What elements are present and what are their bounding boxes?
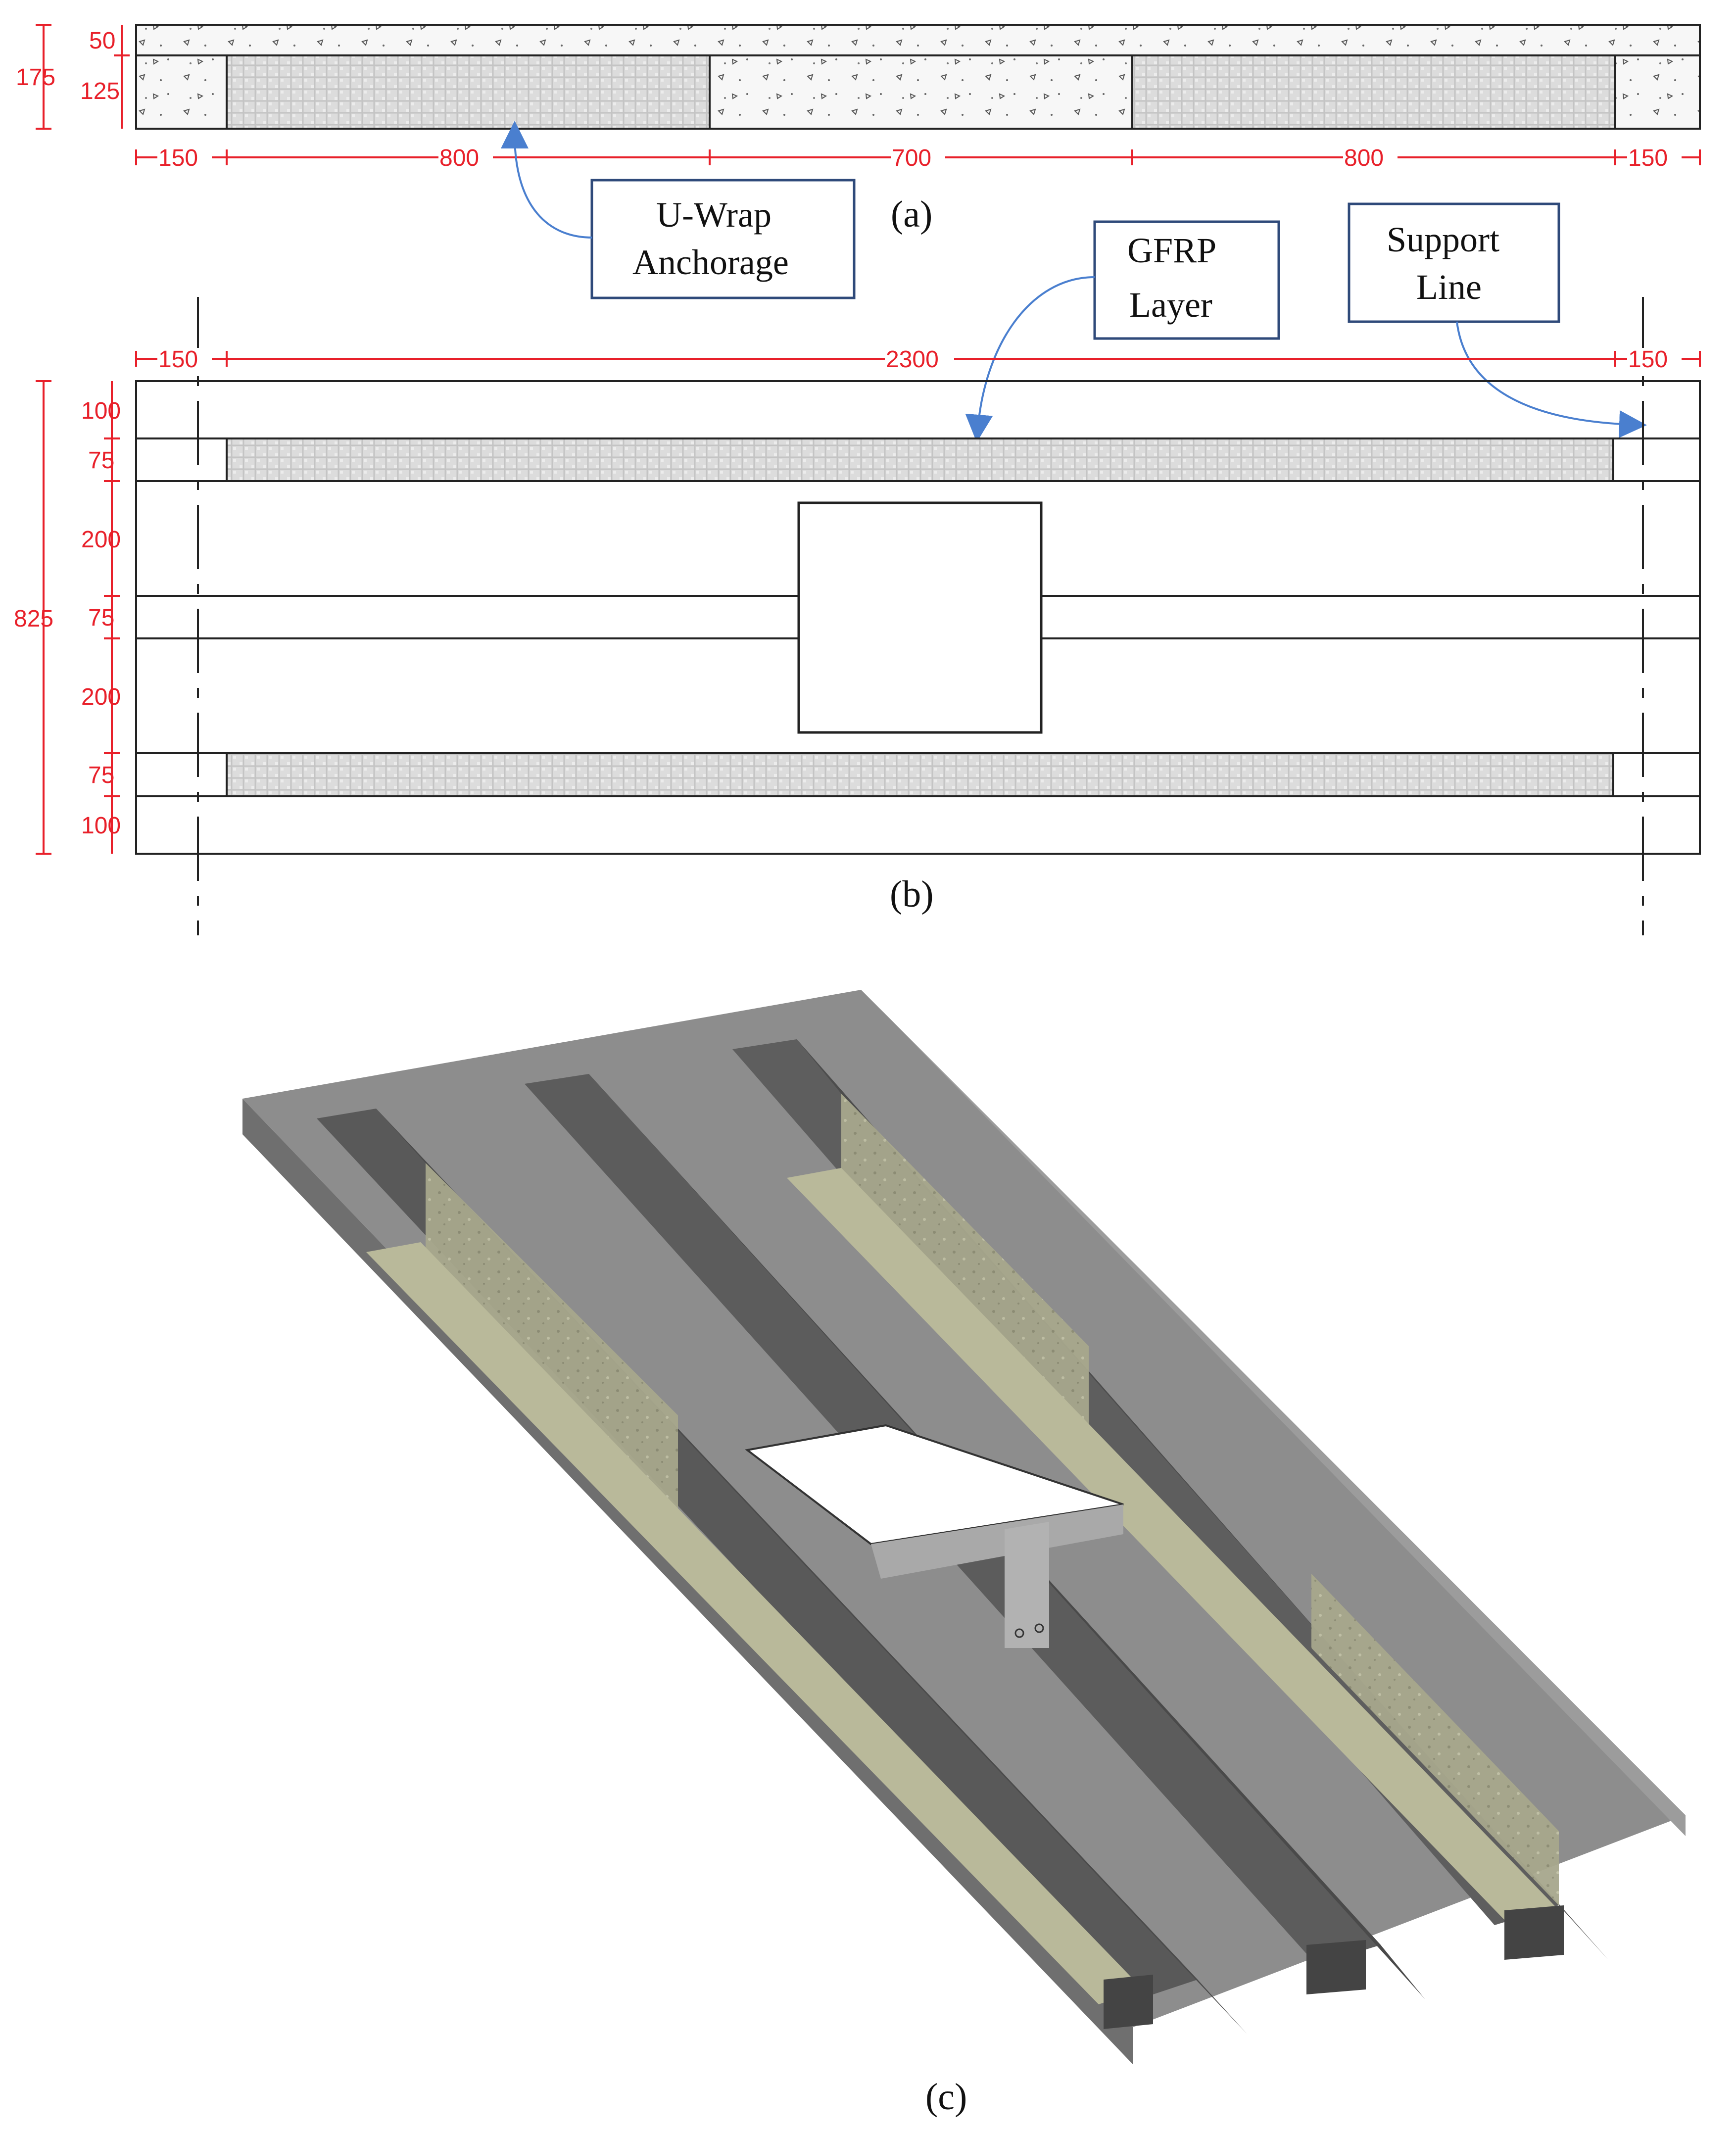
rib-1 [317,1109,1247,2034]
dim-a-1: 150 [158,145,198,171]
u-wrap-anchorage-right [1131,54,1616,130]
dim-a-5: 150 [1628,145,1668,171]
gfrp-layer-top [226,437,1614,482]
slab-opening [797,501,1043,734]
svg-text:GFRP: GFRP [1127,231,1216,270]
callout-u-wrap: U-Wrap Anchorage [501,121,856,299]
dim-a-top: 50 [89,28,115,54]
callout-gfrp: GFRP Layer [965,220,1280,442]
svg-text:Support: Support [1387,220,1499,259]
caption-c: (c) [925,2076,967,2118]
svg-text:U-Wrap: U-Wrap [656,195,772,235]
dim-b-1: 150 [158,346,198,373]
caption-b: (b) [890,873,934,915]
dim-b-v3: 200 [81,527,121,553]
panel-a-section: 175 50 125 150 800 700 800 150 (a) [16,24,1701,235]
u-wrap-anchorage-left [226,54,711,130]
dim-b-v5: 200 [81,684,121,710]
gfrp-strip-left [366,1242,1143,2004]
svg-text:Layer: Layer [1129,285,1212,325]
dim-b-v4: 75 [88,605,114,631]
gfrp-strip-right [787,1168,1564,1930]
dim-a-2: 800 [439,145,479,171]
dim-a-total: 175 [16,64,55,91]
gfrp-layer-bottom [226,752,1614,797]
dim-b-v1: 100 [81,398,121,424]
panel-c-3d-view: (c) [242,990,1686,2118]
svg-text:Line: Line [1416,267,1482,307]
dim-a-3: 700 [892,145,931,171]
callout-support-line: Support Line [1348,202,1647,438]
dim-a-4: 800 [1344,145,1384,171]
dim-b-v2: 75 [88,447,114,474]
dim-b-total: 825 [14,606,53,632]
caption-a: (a) [891,194,932,235]
dim-b-3: 150 [1628,346,1668,373]
dim-b-2: 2300 [886,346,939,373]
panel-b-plan: 150 2300 150 825 100 75 200 75 200 75 10… [14,297,1701,935]
dim-b-v7: 100 [81,813,121,839]
svg-text:Anchorage: Anchorage [632,242,789,282]
dim-a-bottom: 125 [80,78,120,104]
dim-b-v6: 75 [88,762,114,788]
